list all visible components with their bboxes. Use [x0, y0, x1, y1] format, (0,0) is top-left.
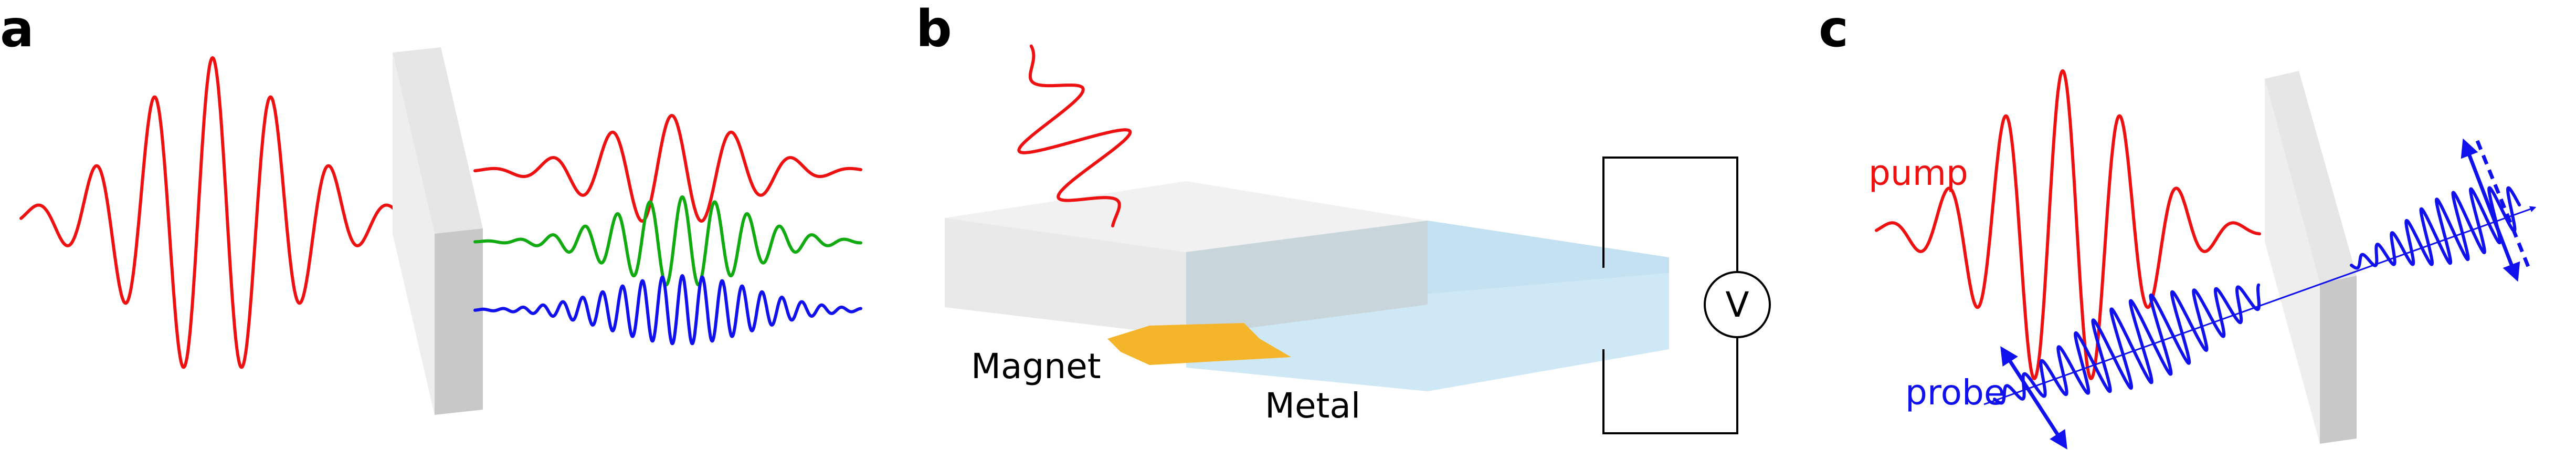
panel-b: b V Magnet Metal: [916, 0, 1771, 434]
magnet-label: Magnet: [971, 346, 1101, 387]
output-blue-wave: [473, 274, 862, 346]
sample-slab: [2265, 71, 2357, 444]
probe-wave-incoming: [1993, 283, 2261, 405]
magnet-block: [945, 181, 1428, 336]
polarization-rotated-dashed: [2475, 140, 2532, 272]
probe-wave-transmitted: [2350, 186, 2521, 270]
panel-c: c pump probe: [1819, 0, 2537, 450]
double-arrow-icon: [2000, 346, 2067, 450]
output-green-wave: [473, 195, 862, 287]
voltmeter-circuit: [1602, 157, 1771, 434]
panel-label-a: a: [0, 0, 34, 58]
crystal-slab: [393, 47, 483, 415]
double-arrow-icon: [2461, 138, 2520, 282]
pump-pulse-wave: [1875, 69, 2261, 380]
incident-terahertz-wave: [1017, 44, 1132, 227]
output-red-wave: [473, 114, 862, 223]
panel-label-b: b: [916, 0, 952, 58]
pump-label: pump: [1868, 153, 1968, 193]
panel-a: a: [0, 0, 862, 415]
panel-label-c: c: [1819, 0, 1849, 58]
magnet-arrow: [1107, 323, 1291, 365]
incoming-pulse-wave: [19, 56, 408, 369]
probe-label: probe: [1905, 372, 2005, 413]
voltmeter-icon: V: [1725, 285, 1749, 325]
metal-label: Metal: [1265, 385, 1360, 426]
